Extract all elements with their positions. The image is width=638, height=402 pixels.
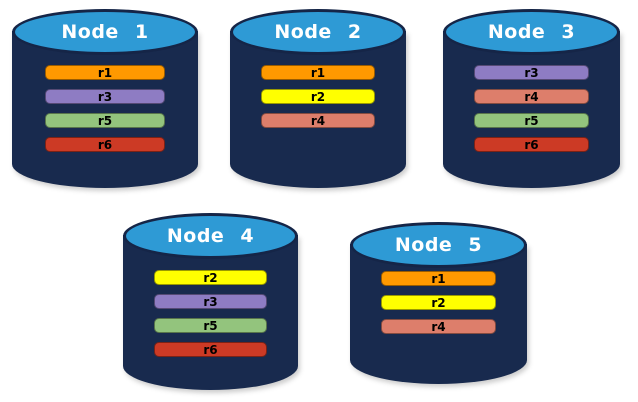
node-2-replicas: r1 r2 r4: [230, 65, 406, 128]
node-5-replica-r4: r4: [380, 319, 497, 334]
node-3-replica-r5: r5: [473, 113, 590, 128]
node-5-title: Node 5: [394, 234, 483, 256]
node-1-replicas: r1 r3 r5 r6: [12, 65, 198, 152]
node-4-replicas: r2 r3 r5 r6: [123, 270, 298, 357]
node-4-replica-r5: r5: [153, 318, 268, 333]
node-5-replica-r2: r2: [380, 295, 497, 310]
node-1-cylinder-body: [12, 31, 198, 188]
node-1-cylinder-top: Node 1: [12, 9, 198, 55]
node-4: Node 4 r2 r3 r5 r6: [123, 213, 298, 390]
node-1-replica-r3: r3: [44, 89, 166, 104]
node-3-cylinder-body: [443, 31, 620, 188]
node-4-cylinder-body: [123, 235, 298, 390]
node-1-title: Node 1: [61, 21, 149, 43]
node-3-replica-r6: r6: [473, 137, 590, 152]
node-1-replica-r6: r6: [44, 137, 166, 152]
node-2-cylinder-body: [230, 31, 406, 188]
node-4-cylinder-top: Node 4: [123, 213, 298, 259]
node-3-title: Node 3: [487, 21, 576, 43]
node-4-replica-r6: r6: [153, 342, 268, 357]
node-2-replica-r4: r4: [260, 113, 376, 128]
node-2-cylinder-top: Node 2: [230, 9, 406, 55]
node-3-replicas: r3 r4 r5 r6: [443, 65, 620, 152]
node-4-replica-r2: r2: [153, 270, 268, 285]
node-1-replica-r5: r5: [44, 113, 166, 128]
node-2-replica-r2: r2: [260, 89, 376, 104]
node-2-replica-r1: r1: [260, 65, 376, 80]
node-3: Node 3 r3 r4 r5 r6: [443, 9, 620, 188]
node-5-replica-r1: r1: [380, 271, 497, 286]
node-4-title: Node 4: [166, 225, 255, 247]
node-1-replica-r1: r1: [44, 65, 166, 80]
node-3-replica-r4: r4: [473, 89, 590, 104]
node-2-title: Node 2: [274, 21, 362, 43]
node-5: Node 5 r1 r2 r4: [350, 222, 527, 384]
node-1: Node 1 r1 r3 r5 r6: [12, 9, 198, 188]
node-5-replicas: r1 r2 r4: [350, 271, 527, 334]
node-4-replica-r3: r3: [153, 294, 268, 309]
node-3-cylinder-top: Node 3: [443, 9, 620, 55]
node-5-cylinder-top: Node 5: [350, 222, 527, 268]
node-2: Node 2 r1 r2 r4: [230, 9, 406, 188]
node-3-replica-r3: r3: [473, 65, 590, 80]
